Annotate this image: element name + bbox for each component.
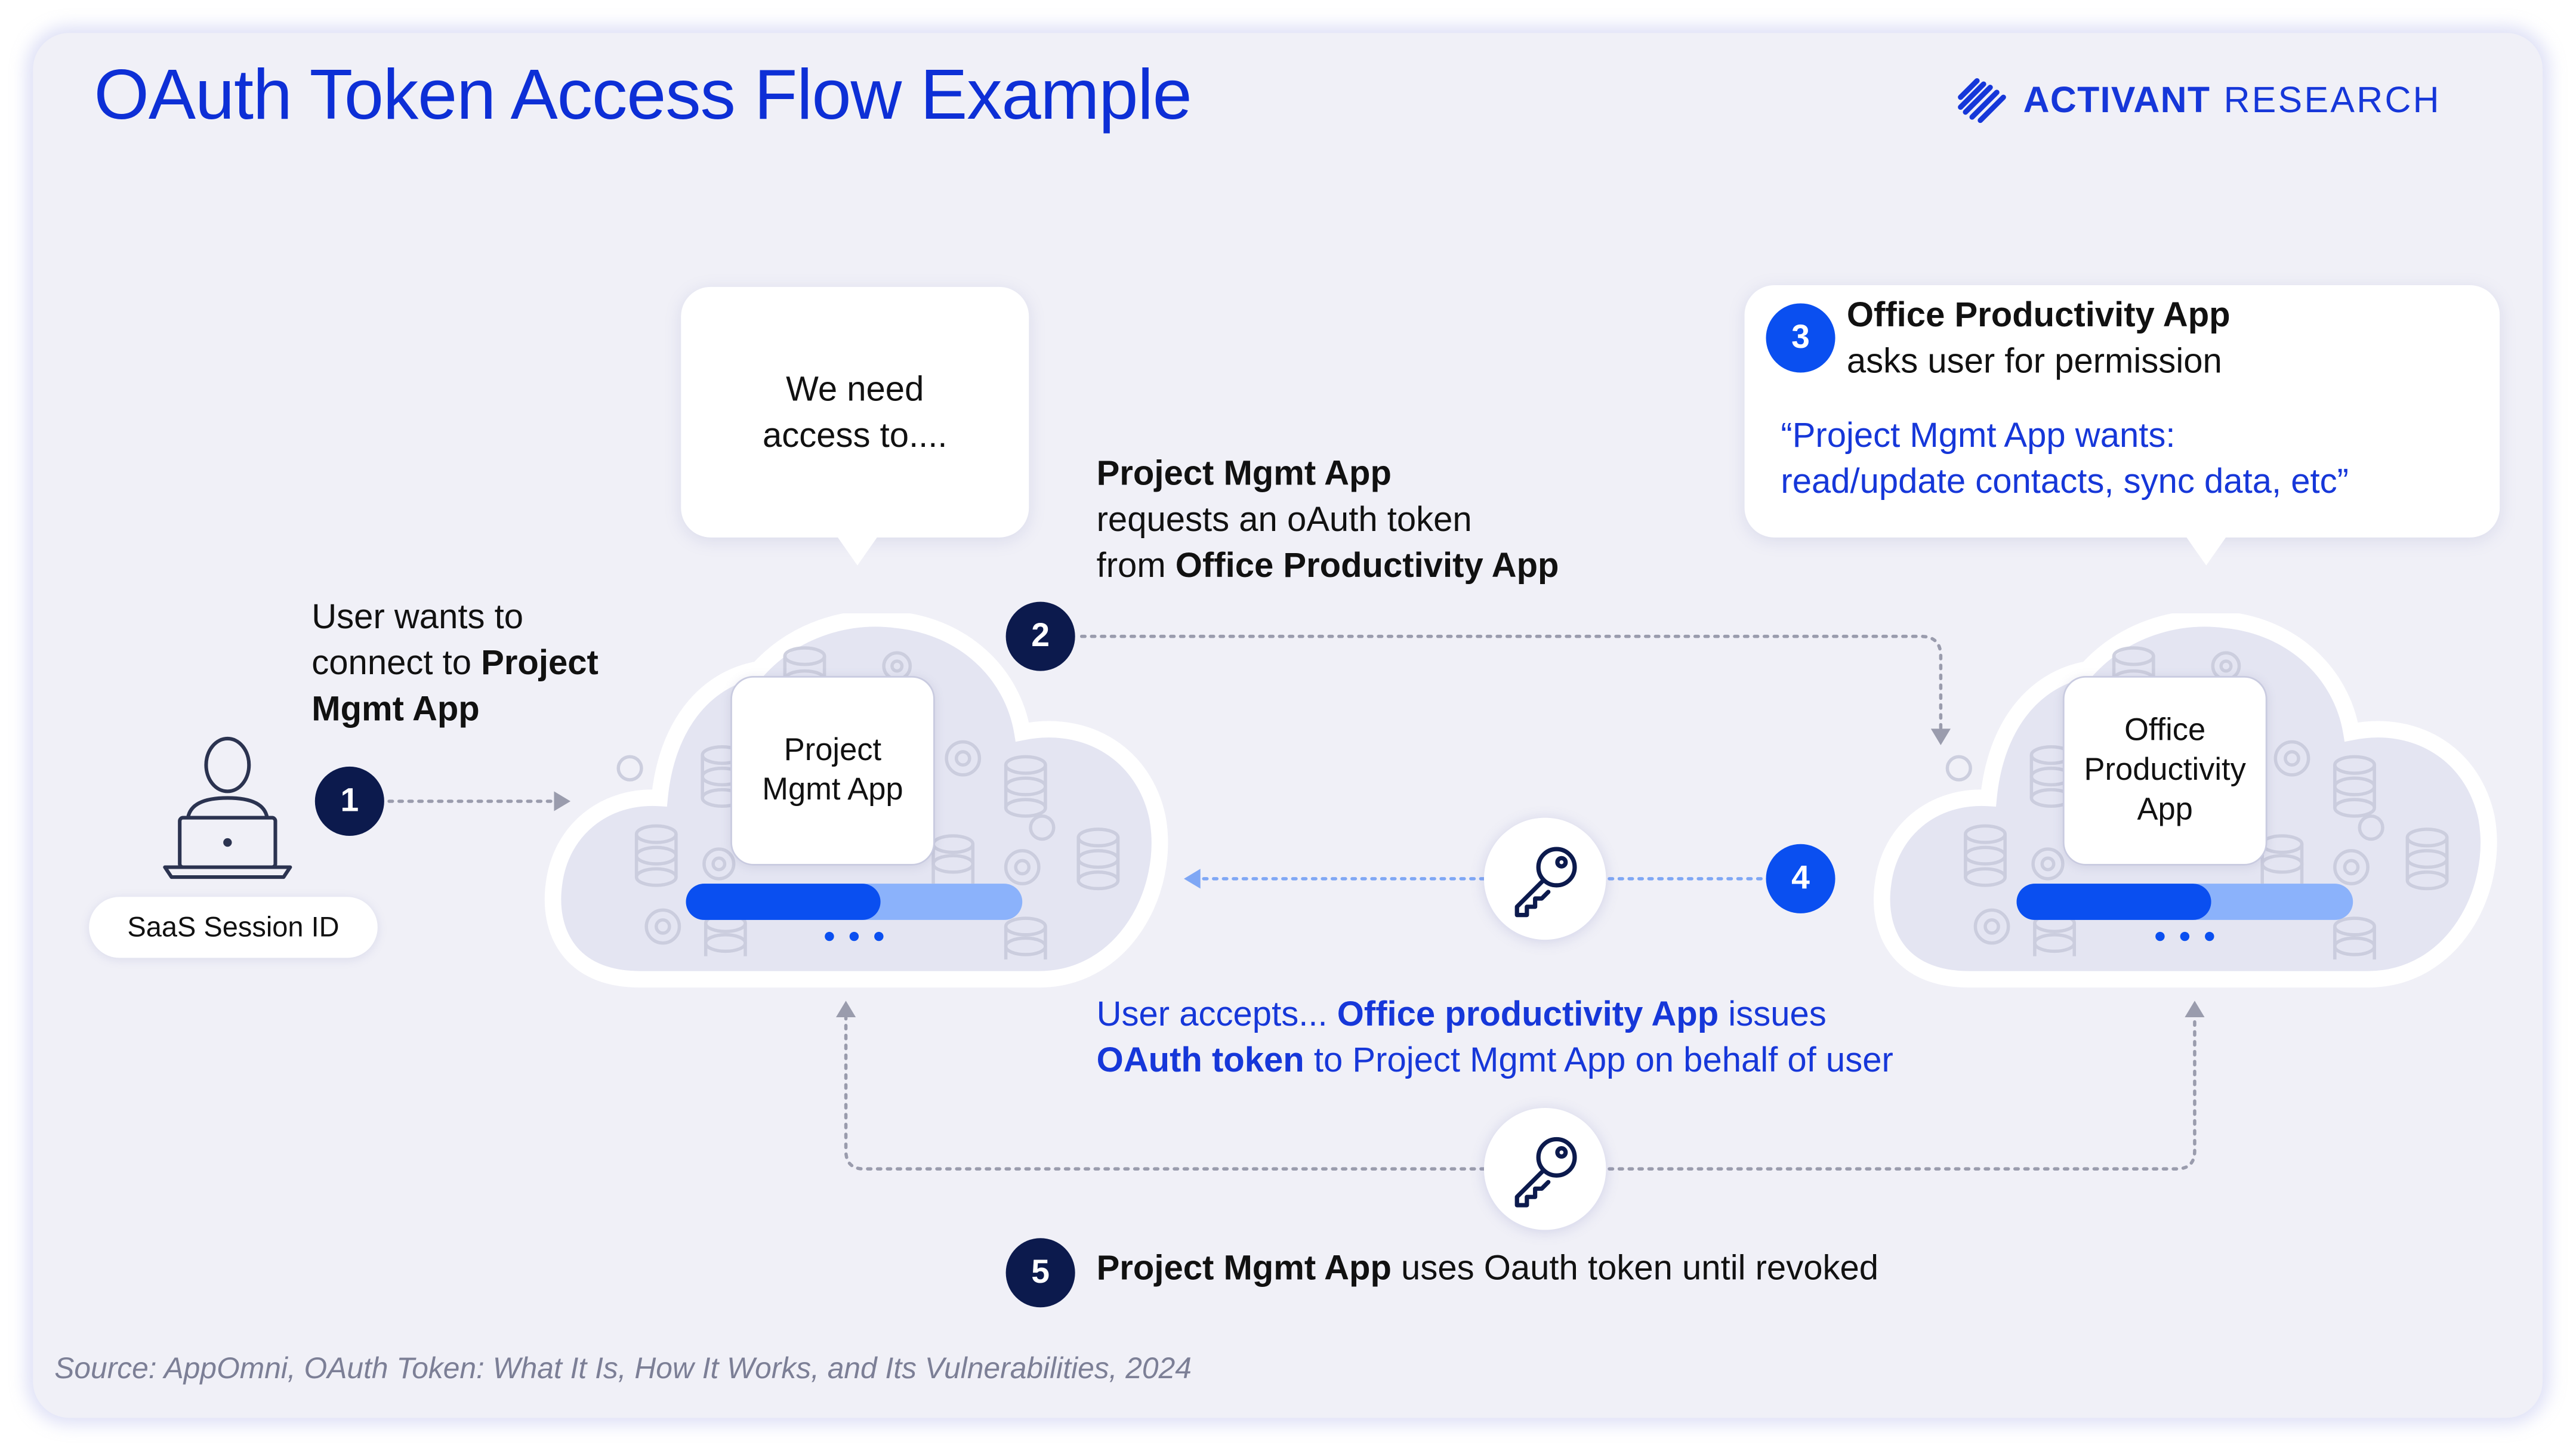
step4-line1: User accepts... [1096,996,1337,1034]
step3-line1-bold: Office Productivity App [1846,297,2231,335]
step5-text: Project Mgmt App uses Oauth token until … [1097,1246,1878,1292]
step3-line2: asks user for permission [1846,342,2222,381]
step5-rest: uses Oauth token until revoked [1391,1249,1879,1288]
app-label-line2: Mgmt App [762,772,903,807]
app-label-line3: App [2137,792,2193,827]
step4-badge: 4 [1766,844,1835,913]
speech-bubble-text: We need access to.... [681,368,1029,460]
bubble-tail [834,532,881,566]
bubble-line2: access to.... [762,417,948,455]
speech-bubble [681,286,1029,538]
step3-text: Office Productivity App asks user for pe… [1847,294,2231,386]
quote-line2: read/update contacts, sync data, etc” [1781,463,2349,502]
more-dots-icon [825,931,884,941]
step1-text: User wants to connect to Project Mgmt Ap… [311,595,599,734]
progress-fill [2016,884,2212,920]
brand-name-bold: ACTIVANT [2023,79,2211,121]
step1-badge: 1 [314,766,384,836]
step5-bold: Project Mgmt App [1096,1249,1392,1288]
brand-name-light: RESEARCH [2223,79,2441,121]
step1-line1: User wants to [311,598,524,637]
permission-bubble [1744,285,2500,538]
step2-badge: 2 [1005,601,1075,671]
step5-badge: 5 [1005,1238,1075,1308]
progress-bar [686,884,1023,920]
page-title: OAuth Token Access Flow Example [94,55,1192,135]
progress-fill [686,884,881,920]
key-icon [1483,1107,1606,1230]
step2-line3-bold: Office Productivity App [1175,547,1559,585]
more-dots-icon [2155,931,2214,941]
app-label-line1: Office [2124,713,2206,748]
session-label: SaaS Session ID [127,910,340,943]
step4-line2-post: to Project Mgmt App on behalf of user [1304,1042,1893,1080]
quote-line1: “Project Mgmt App wants: [1781,417,2176,455]
saas-session-badge: SaaS Session ID [89,897,378,958]
step2-line2: requests an oAuth token [1096,501,1472,539]
permission-quote: “Project Mgmt App wants: read/update con… [1781,414,2349,507]
bubble-tail [2183,532,2229,566]
step3-badge: 3 [1766,303,1835,373]
step2-text: Project Mgmt App requests an oAuth token… [1097,452,1559,590]
step4-line1-post: issues [1719,996,1827,1034]
step2-line3: from [1096,547,1176,585]
step4-text: User accepts... Office productivity App … [1097,993,1893,1085]
step1-line3-bold: Mgmt App [311,690,480,729]
step1-line2-bold: Project [481,644,599,683]
brand-logo: ACTIVANT RESEARCH [1957,78,2441,124]
source-note: Source: AppOmni, OAuth Token: What It Is… [54,1351,1192,1385]
app-label-line1: Project [783,733,882,768]
progress-bar [2016,884,2353,920]
bubble-line1: We need [786,371,924,409]
step2-line1-bold: Project Mgmt App [1096,455,1392,493]
key-icon [1483,817,1606,940]
step4-line2-bold: OAuth token [1096,1042,1304,1080]
step1-line2: connect to [311,644,482,683]
stripes-logo-icon [1958,78,2006,124]
app-label-line2: Productivity [2084,752,2246,788]
step4-line1-bold: Office productivity App [1337,996,1719,1034]
laptop-user-icon [163,736,292,879]
